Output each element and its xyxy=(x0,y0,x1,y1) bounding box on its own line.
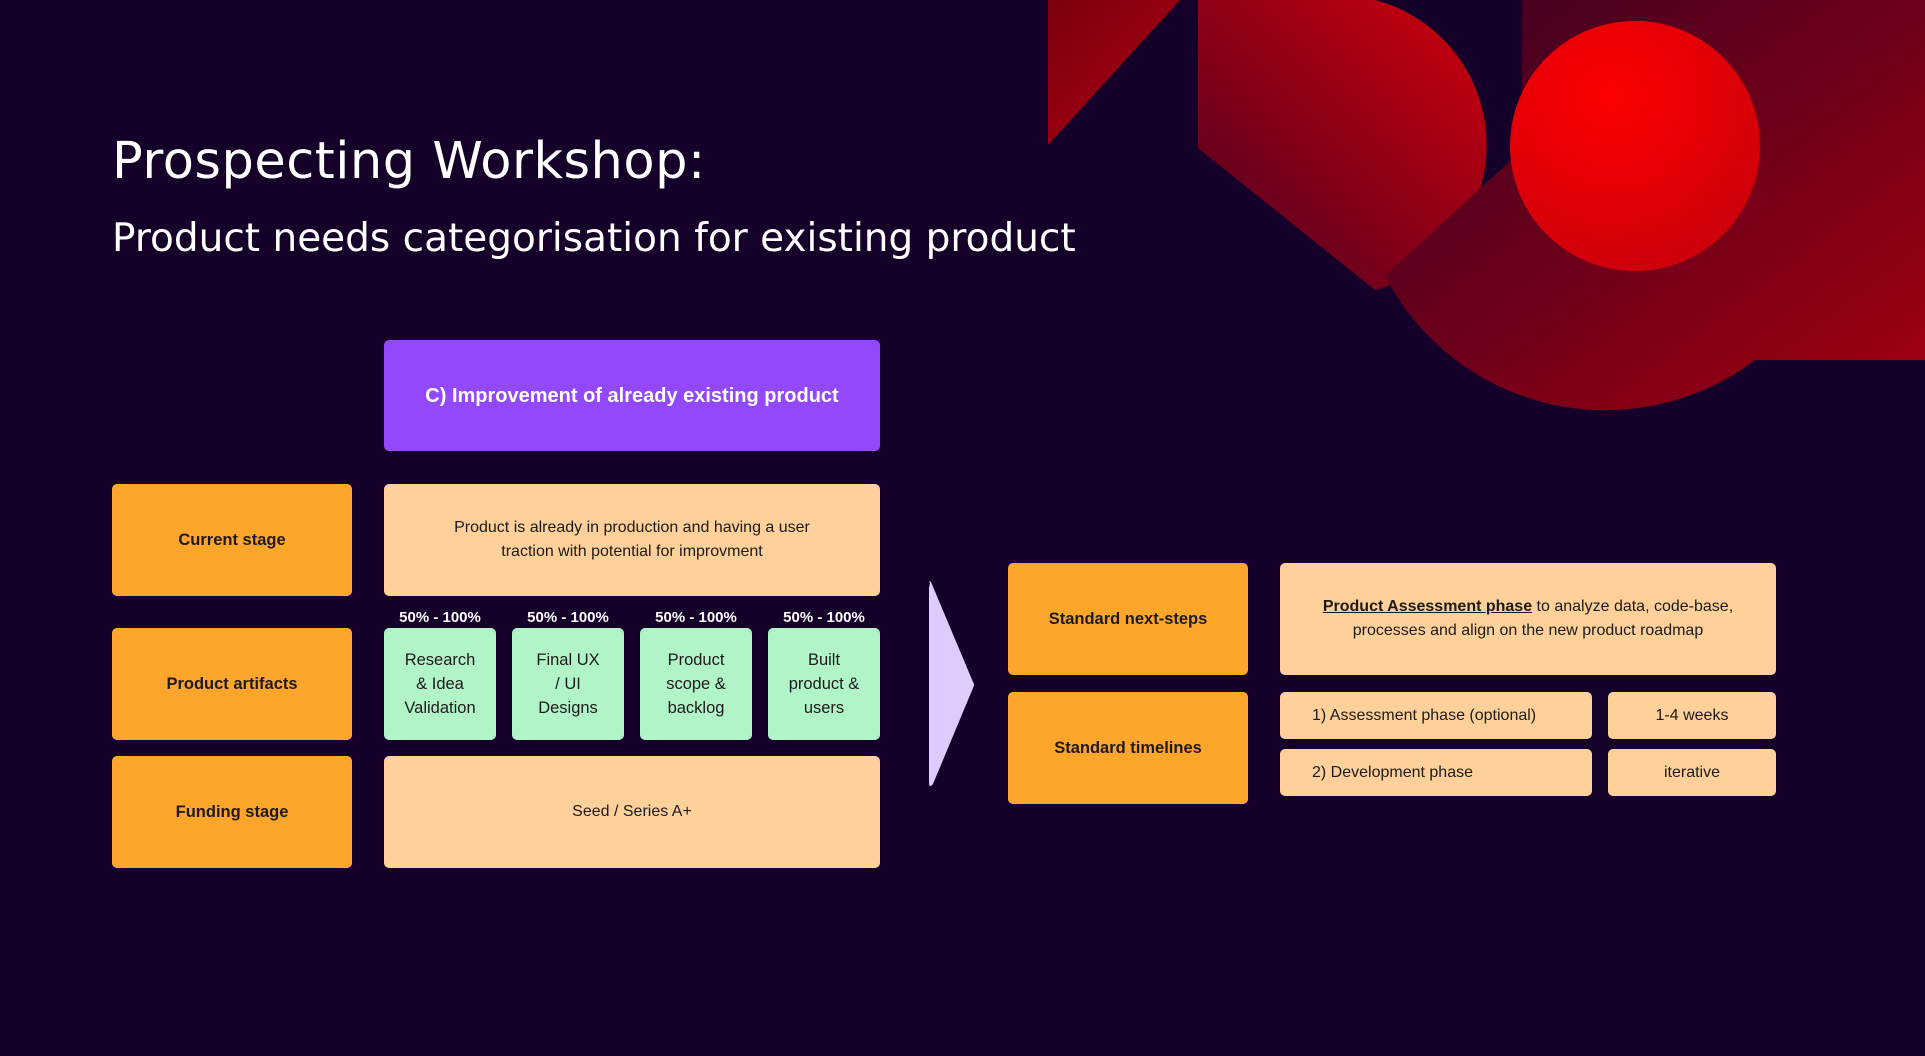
artifact-percent: 50% - 100% xyxy=(527,609,609,626)
artifact-percent: 50% - 100% xyxy=(399,609,481,626)
current-stage-value: Product is already in production and hav… xyxy=(384,484,880,596)
next-steps-label: Standard next-steps xyxy=(1008,563,1248,675)
current-stage-label: Current stage xyxy=(112,484,352,596)
funding-stage-label: Funding stage xyxy=(112,756,352,868)
next-steps-text: Product Assessment phase to analyze data… xyxy=(1310,595,1746,643)
product-artifacts-label: Product artifacts xyxy=(112,628,352,740)
column-header: C) Improvement of already existing produ… xyxy=(384,340,880,451)
next-steps-highlight: Product Assessment phase xyxy=(1322,598,1533,615)
chevron-right-icon xyxy=(929,581,974,787)
artifact-percent: 50% - 100% xyxy=(783,609,865,626)
timeline-phase: 1) Assessment phase (optional) xyxy=(1280,692,1592,739)
artifact-percent: 50% - 100% xyxy=(655,609,737,626)
funding-stage-value: Seed / Series A+ xyxy=(384,756,880,868)
page-subtitle: Product needs categorisation for existin… xyxy=(112,216,1076,261)
timeline-duration: 1-4 weeks xyxy=(1608,692,1776,739)
artifact-card-built: Built product & users xyxy=(768,628,880,740)
timelines-label: Standard timelines xyxy=(1008,692,1248,804)
next-steps-value: Product Assessment phase to analyze data… xyxy=(1280,563,1776,675)
artifact-card-scope: Product scope & backlog xyxy=(640,628,752,740)
artifact-card-research: Research & Idea Validation xyxy=(384,628,496,740)
timeline-phase: 2) Development phase xyxy=(1280,749,1592,796)
artifact-card-designs: Final UX / UI Designs xyxy=(512,628,624,740)
page-title: Prospecting Workshop: xyxy=(112,132,706,191)
timeline-duration: iterative xyxy=(1608,749,1776,796)
next-steps-rest: to analyze data, code-base, processes an… xyxy=(1352,598,1734,639)
